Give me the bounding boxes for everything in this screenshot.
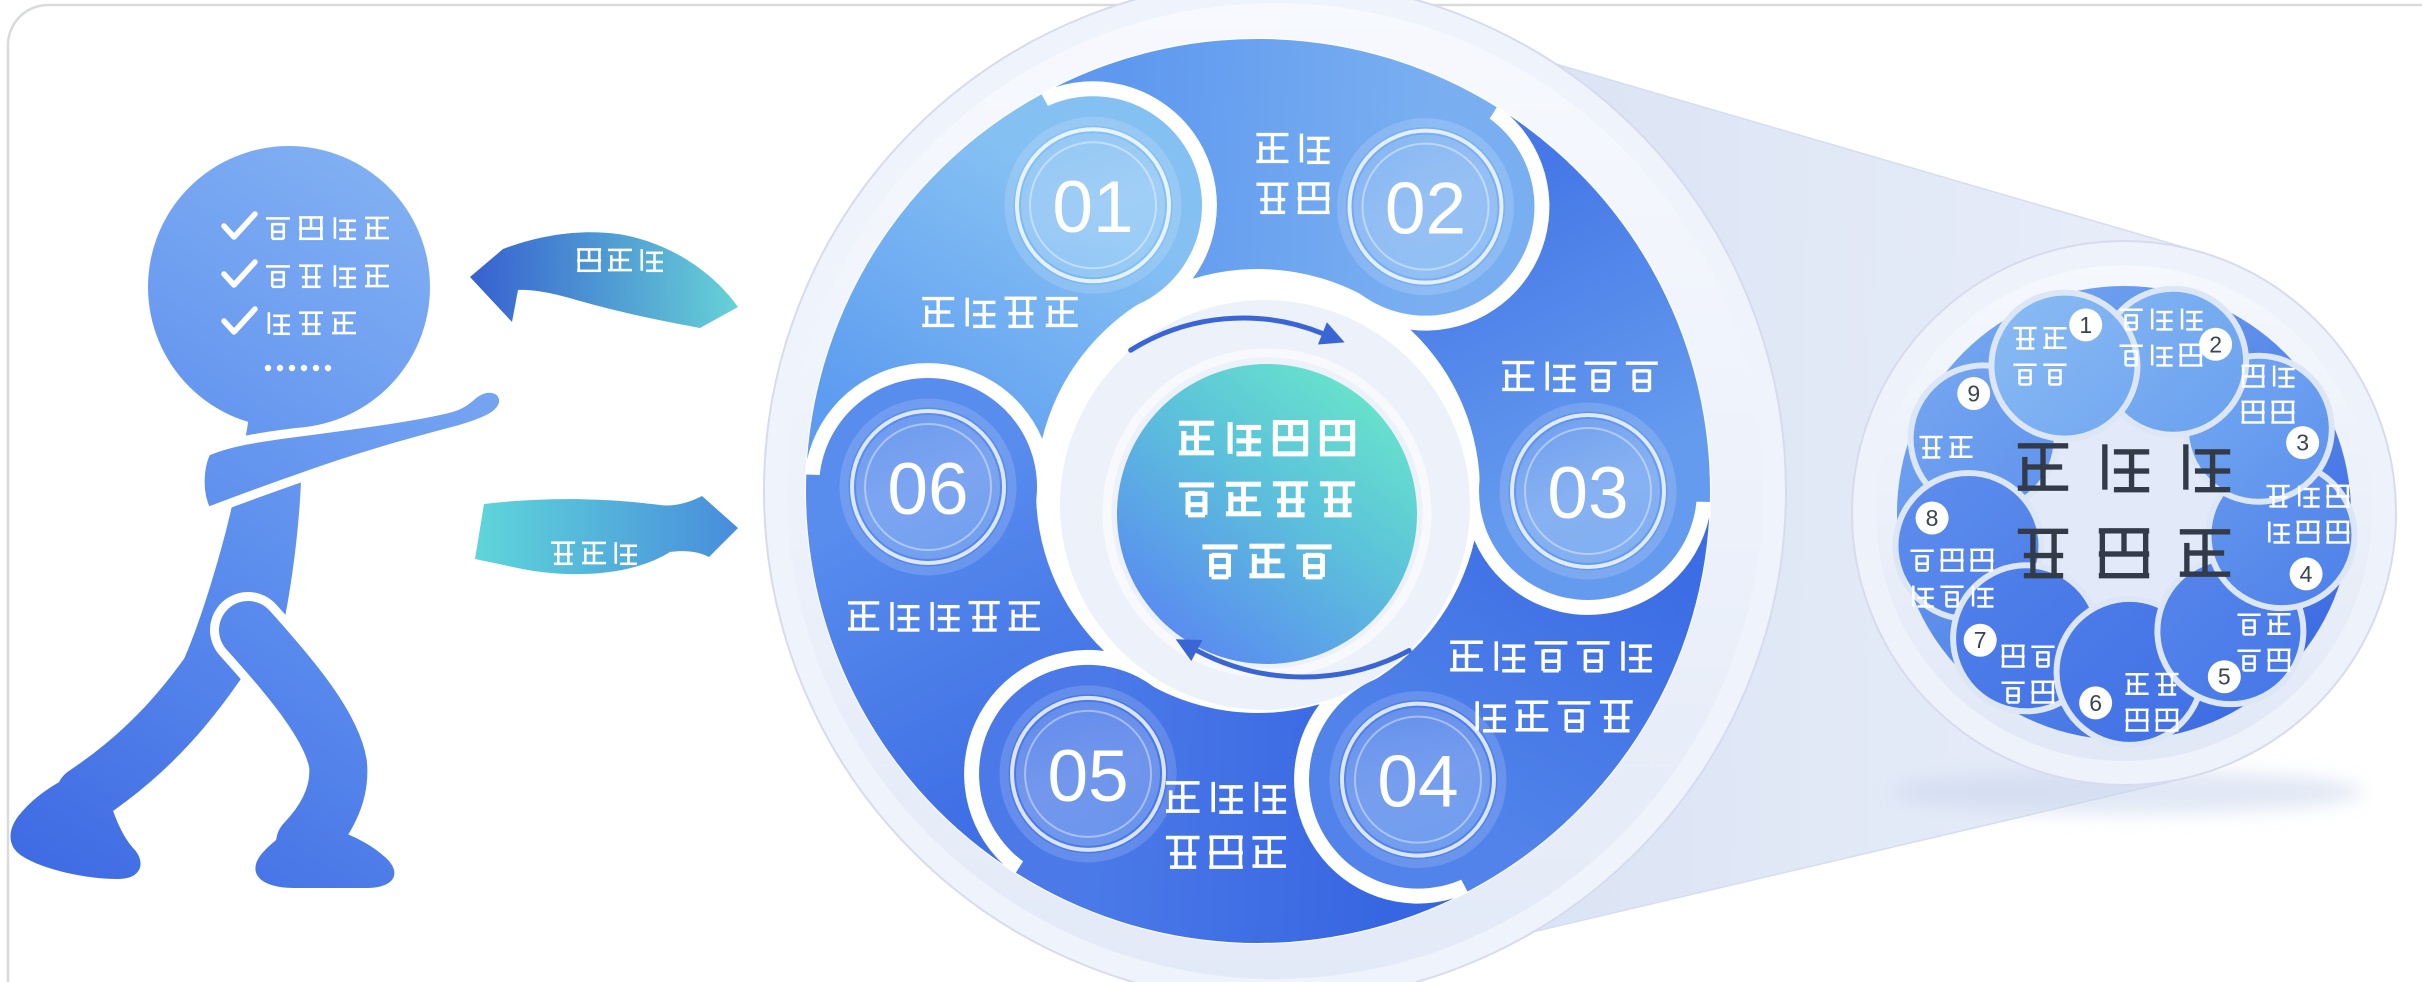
svg-text:8: 8 — [1926, 505, 1939, 531]
svg-text:06: 06 — [887, 449, 968, 530]
svg-text:4: 4 — [2300, 561, 2313, 587]
svg-text:05: 05 — [1047, 736, 1128, 817]
svg-text:2: 2 — [2209, 331, 2222, 357]
svg-text:6: 6 — [2089, 690, 2102, 716]
svg-text:03: 03 — [1547, 453, 1628, 534]
svg-text:7: 7 — [1974, 627, 1987, 653]
svg-text:3: 3 — [2296, 430, 2309, 456]
svg-text:5: 5 — [2218, 664, 2231, 690]
svg-text:02: 02 — [1385, 169, 1466, 250]
svg-text:01: 01 — [1052, 167, 1133, 248]
svg-text:1: 1 — [2079, 312, 2092, 338]
svg-text:04: 04 — [1377, 742, 1458, 823]
svg-text:9: 9 — [1967, 380, 1980, 406]
